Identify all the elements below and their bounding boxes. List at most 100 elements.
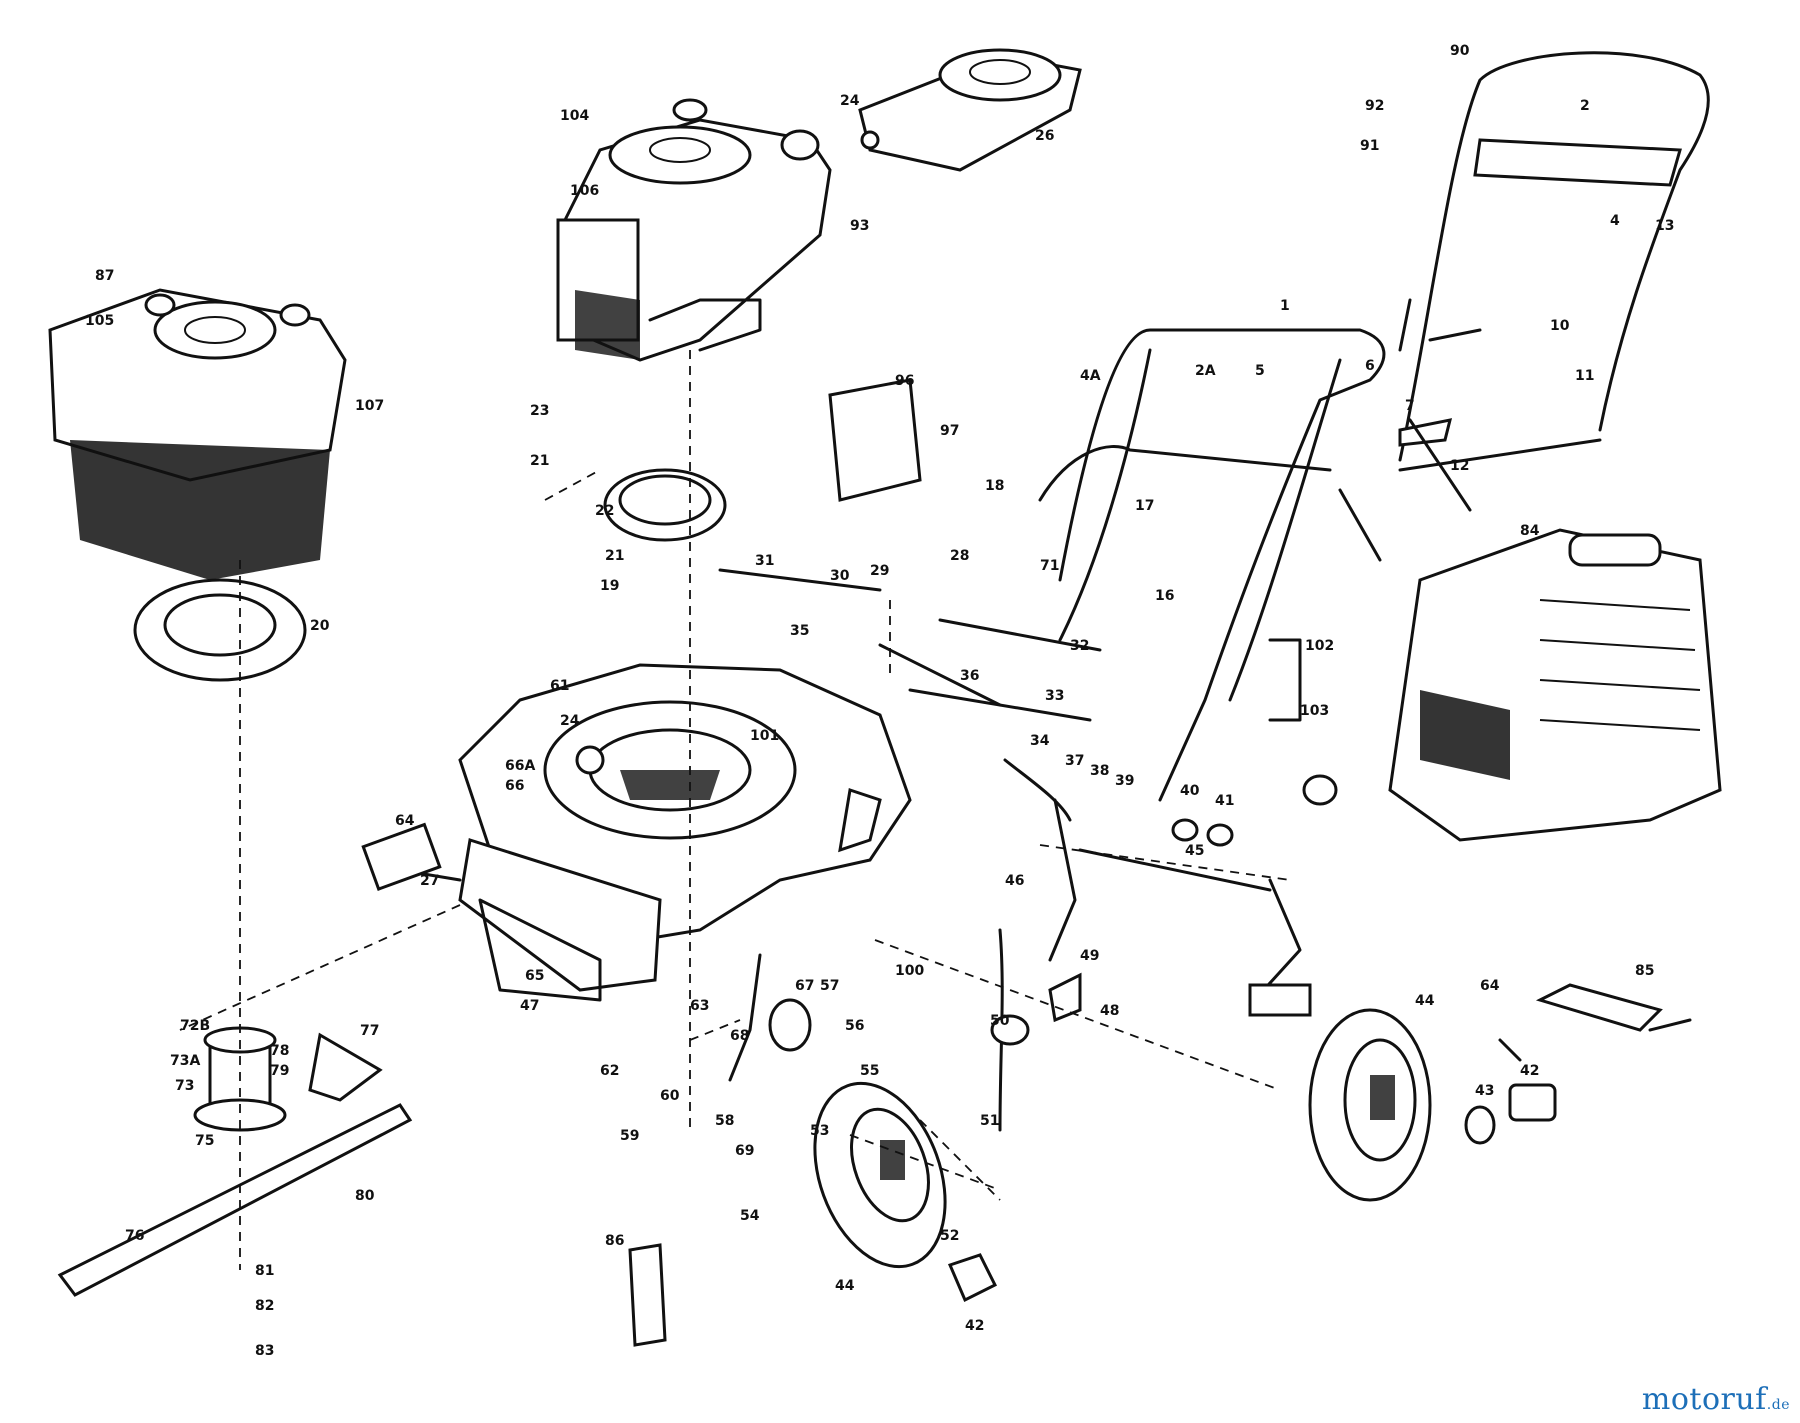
label-64: 64	[395, 813, 415, 829]
label-20: 20	[310, 618, 330, 634]
seal-ring-22	[603, 468, 727, 542]
label-85: 85	[1635, 963, 1654, 979]
label-30: 30	[830, 568, 850, 584]
label-105: 105	[85, 313, 114, 329]
label-41: 41	[1215, 793, 1234, 809]
label-56: 56	[845, 1018, 864, 1034]
label-53: 53	[810, 1123, 829, 1139]
label-58: 58	[715, 1113, 734, 1129]
upper-handle	[1398, 51, 1710, 472]
label-86: 86	[605, 1233, 624, 1249]
label-52: 52	[940, 1228, 959, 1244]
label-42: 42	[1520, 1063, 1539, 1079]
label-18: 18	[985, 478, 1004, 494]
label-50: 50	[990, 1013, 1010, 1029]
label-42b: 42	[965, 1318, 984, 1334]
label-19: 19	[600, 578, 619, 594]
label-57: 57	[820, 978, 839, 994]
label-64b: 64	[1480, 978, 1500, 994]
label-4A: 4A	[1080, 368, 1101, 384]
label-76: 76	[125, 1228, 144, 1244]
label-12: 12	[1450, 458, 1469, 474]
watermark-text: motoruf	[1641, 1382, 1767, 1417]
label-96: 96	[895, 373, 914, 389]
label-69: 69	[735, 1143, 754, 1159]
label-35: 35	[790, 623, 809, 639]
label-78: 78	[270, 1043, 289, 1059]
label-24b: 24	[560, 713, 580, 729]
label-82: 82	[255, 1298, 274, 1314]
label-48: 48	[1100, 1003, 1119, 1019]
label-16: 16	[1155, 588, 1174, 604]
label-11: 11	[1575, 368, 1594, 384]
label-63: 63	[690, 998, 709, 1014]
label-22: 22	[595, 503, 614, 519]
label-106: 106	[570, 183, 599, 199]
label-31: 31	[755, 553, 774, 569]
label-23: 23	[530, 403, 549, 419]
label-51: 51	[980, 1113, 999, 1129]
label-32: 32	[1070, 638, 1089, 654]
label-7: 7	[1405, 398, 1415, 414]
label-44: 44	[1415, 993, 1435, 1009]
label-47: 47	[520, 998, 539, 1014]
label-101: 101	[750, 728, 779, 744]
label-26: 26	[1035, 128, 1054, 144]
rear-axle	[1078, 848, 1312, 1017]
engine-assembly	[556, 98, 832, 362]
label-71: 71	[1040, 558, 1059, 574]
label-80: 80	[355, 1188, 375, 1204]
label-40: 40	[1180, 783, 1200, 799]
lower-handle-frame	[1038, 328, 1386, 802]
label-104: 104	[560, 108, 589, 124]
label-90: 90	[1450, 43, 1470, 59]
label-43: 43	[1475, 1083, 1494, 1099]
label-68: 68	[730, 1028, 749, 1044]
alternate-engine	[48, 288, 347, 580]
label-49: 49	[1080, 948, 1099, 964]
label-92: 92	[1365, 98, 1384, 114]
label-4: 4	[1610, 213, 1620, 229]
label-2: 2	[1580, 98, 1590, 114]
label-87: 87	[95, 268, 114, 284]
label-55: 55	[860, 1063, 879, 1079]
label-62: 62	[600, 1063, 619, 1079]
engine-cover	[858, 48, 1082, 172]
label-103: 103	[1300, 703, 1329, 719]
blade-adapter	[193, 1026, 383, 1132]
watermark-logo: motoruf.de	[1642, 1382, 1790, 1417]
label-83: 83	[255, 1343, 274, 1359]
label-10: 10	[1550, 318, 1570, 334]
label-21b: 21	[605, 548, 624, 564]
label-5: 5	[1255, 363, 1265, 379]
label-91: 91	[1360, 138, 1379, 154]
front-axle-bracket	[361, 822, 662, 1002]
label-37: 37	[1065, 753, 1084, 769]
label-54: 54	[740, 1208, 760, 1224]
label-45: 45	[1185, 843, 1204, 859]
label-93: 93	[850, 218, 869, 234]
label-17: 17	[1135, 498, 1154, 514]
label-6: 6	[1365, 358, 1375, 374]
label-46: 46	[1005, 873, 1024, 889]
label-77: 77	[360, 1023, 379, 1039]
label-67: 67	[795, 978, 814, 994]
label-84: 84	[1520, 523, 1540, 539]
label-38: 38	[1090, 763, 1109, 779]
label-65: 65	[525, 968, 544, 984]
label-24: 24	[840, 93, 860, 109]
part-labels: 1 2 2A 4 4A 5 6 7 10 11 12 13 16 17 18 1…	[85, 43, 1674, 1359]
label-33: 33	[1045, 688, 1064, 704]
label-75: 75	[195, 1133, 214, 1149]
label-73: 73	[175, 1078, 194, 1094]
label-21: 21	[530, 453, 549, 469]
height-adjust-rods	[718, 568, 1102, 722]
label-1: 1	[1280, 298, 1290, 314]
label-28: 28	[950, 548, 969, 564]
label-39: 39	[1115, 773, 1134, 789]
label-60: 60	[660, 1088, 680, 1104]
label-2A: 2A	[1195, 363, 1216, 379]
label-34: 34	[1030, 733, 1050, 749]
label-36: 36	[960, 668, 979, 684]
